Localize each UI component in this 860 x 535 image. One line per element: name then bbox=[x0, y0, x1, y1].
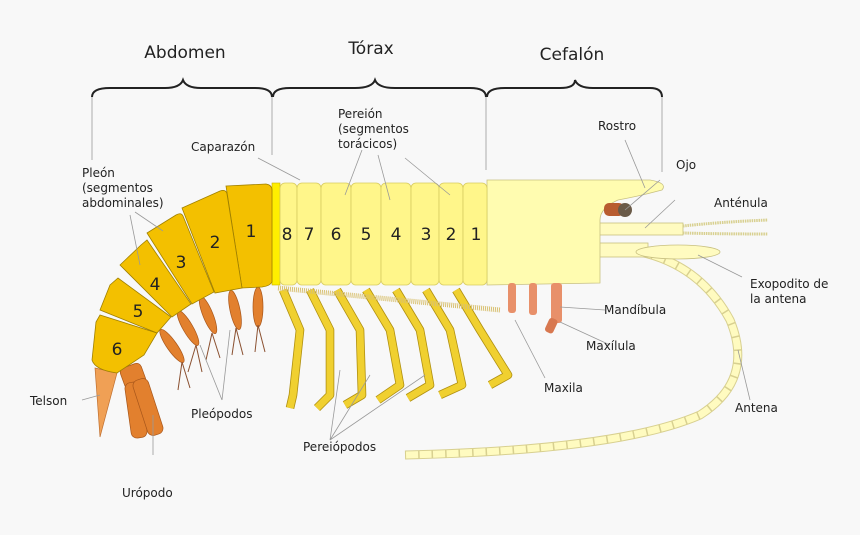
abdominal-segment-number: 6 bbox=[112, 340, 123, 360]
antenna-exopodite bbox=[635, 244, 721, 260]
pleopods bbox=[159, 286, 266, 391]
thoracic-segment-number: 5 bbox=[361, 225, 372, 245]
brace-torax bbox=[272, 77, 487, 98]
thoracic-segment-numbers: 8 7 6 5 4 3 2 1 bbox=[282, 225, 482, 245]
header-torax: Tórax bbox=[347, 39, 393, 59]
header-cefalon: Cefalón bbox=[540, 45, 605, 65]
abdominal-segment-number: 5 bbox=[133, 302, 144, 322]
eye bbox=[604, 203, 632, 217]
thoracic-segment-number: 4 bbox=[391, 225, 402, 245]
maxilla-tip bbox=[544, 317, 558, 334]
leader-lines bbox=[81, 139, 751, 455]
header-abdomen: Abdomen bbox=[144, 43, 225, 63]
antenna bbox=[404, 248, 742, 459]
label-antena: Antena bbox=[735, 401, 778, 415]
thoracic-segment-number: 7 bbox=[304, 225, 315, 245]
pereiopods bbox=[279, 287, 513, 412]
telson bbox=[94, 367, 118, 438]
uropods bbox=[119, 362, 164, 439]
thoracic-segment-number: 2 bbox=[446, 225, 457, 245]
brace-guides bbox=[91, 97, 663, 172]
label-ojo: Ojo bbox=[676, 158, 696, 172]
maxilla bbox=[551, 283, 562, 323]
label-uropodo: Urópodo bbox=[122, 486, 173, 500]
antennule-flagella bbox=[682, 218, 769, 236]
abdominal-segment-numbers: 1 2 3 4 5 6 bbox=[112, 222, 257, 360]
label-pleopodos: Pleópodos bbox=[191, 407, 252, 421]
label-maxilula: Maxílula bbox=[586, 339, 636, 353]
thoracic-segment-number: 3 bbox=[421, 225, 432, 245]
label-caparazon: Caparazón bbox=[191, 140, 255, 154]
maxillule bbox=[529, 283, 537, 315]
label-rostro: Rostro bbox=[598, 119, 636, 133]
label-antenula: Anténula bbox=[714, 196, 768, 210]
antennule-base bbox=[597, 222, 684, 236]
brace-cefalon bbox=[486, 79, 663, 98]
label-telson: Telson bbox=[29, 394, 67, 408]
thorax bbox=[271, 182, 488, 286]
abdominal-segment-number: 4 bbox=[150, 275, 161, 295]
brace-abdomen bbox=[91, 77, 273, 98]
abdominal-segment-number: 1 bbox=[246, 222, 257, 242]
label-pereiopodos: Pereiópodos bbox=[303, 440, 376, 454]
label-mandibula: Mandíbula bbox=[604, 303, 666, 317]
thoracic-segment-number: 6 bbox=[331, 225, 342, 245]
thoracic-segment-number: 1 bbox=[471, 225, 482, 245]
abdominal-segment-number: 3 bbox=[176, 253, 187, 273]
mandible bbox=[508, 283, 516, 313]
label-maxila: Maxila bbox=[544, 381, 583, 395]
abdomen bbox=[91, 183, 273, 374]
abdominal-segment-number: 2 bbox=[210, 233, 221, 253]
cephalon bbox=[486, 179, 664, 286]
thoracic-segment-number: 8 bbox=[282, 225, 293, 245]
